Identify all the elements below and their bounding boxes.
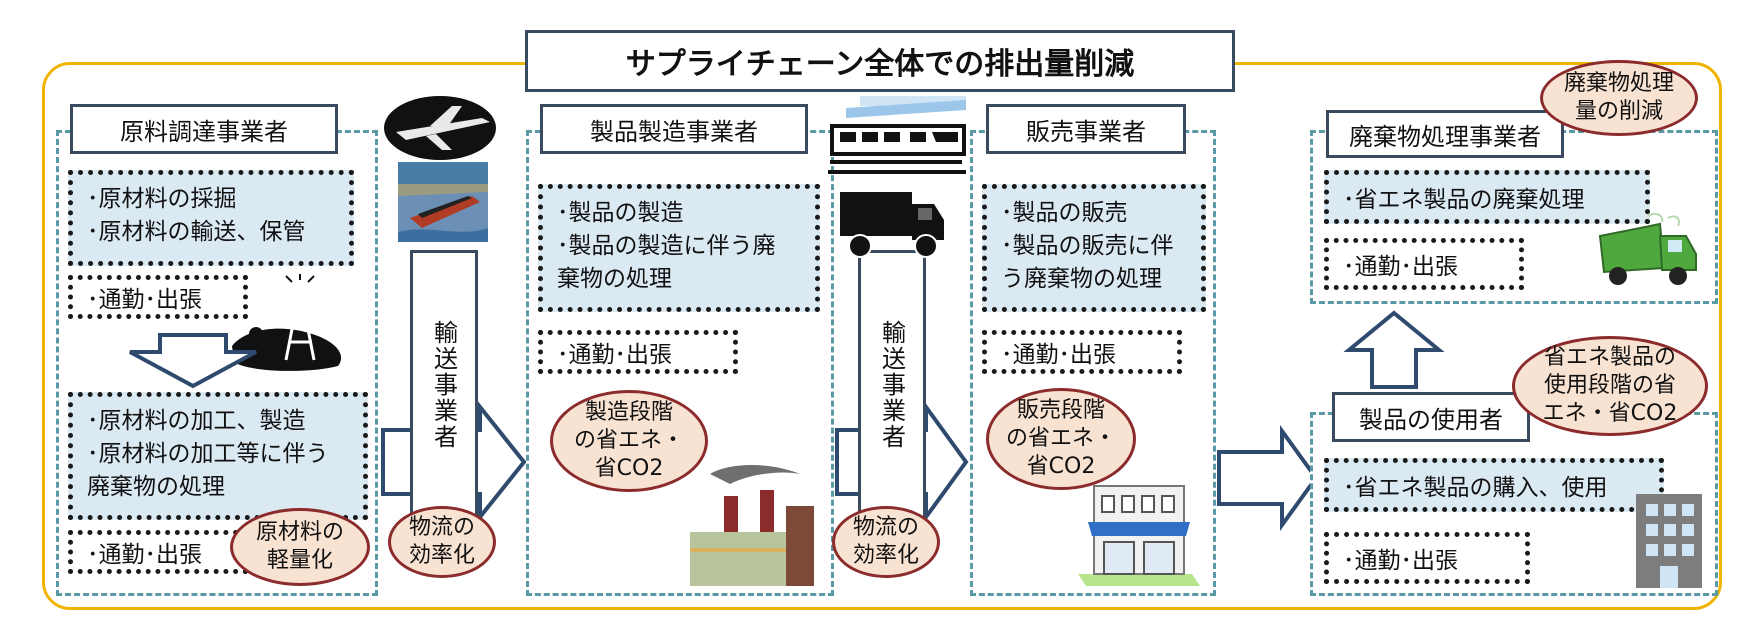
diagram-title: サプライチェーン全体での排出量削減 xyxy=(525,30,1235,92)
raw-material-oval-line2: 軽量化 xyxy=(266,548,333,573)
users-oval-line1: 省エネ製品の xyxy=(1543,345,1676,370)
sales-title: 販売事業者 xyxy=(986,104,1186,154)
users-box: ･省エネ製品の購入、使用 xyxy=(1324,458,1664,512)
waste-oval-line1: 廃棄物処理 xyxy=(1563,71,1674,96)
sales-commute: ･通勤･出張 xyxy=(982,330,1182,374)
right-arrow-3 xyxy=(1217,424,1319,532)
manufacturing-box-line3: 棄物の処理 xyxy=(557,266,672,292)
building-icon xyxy=(1636,494,1702,588)
garbage-truck-icon xyxy=(1598,213,1697,285)
raw-material-oval: 原材料の 軽量化 xyxy=(230,508,370,586)
raw-material-box1-line1: ･原材料の採掘 xyxy=(87,186,237,212)
waste-oval: 廃棄物処理 量の削減 xyxy=(1540,60,1698,136)
raw-material-box1: ･原材料の採掘 ･原材料の輸送、保管 xyxy=(68,170,354,266)
transport1-oval-line2: 効率化 xyxy=(408,543,475,568)
transport1-oval: 物流の 効率化 xyxy=(388,506,496,578)
raw-material-box2-line1: ･原材料の加工、製造 xyxy=(87,408,306,434)
sales-oval: 販売段階 の省エネ・ 省CO2 xyxy=(986,388,1136,490)
manufacturing-box: ･製品の製造 ･製品の製造に伴う廃 棄物の処理 xyxy=(538,184,820,312)
waste-title: 廃棄物処理事業者 xyxy=(1326,110,1564,158)
raw-material-box1-line2: ･原材料の輸送、保管 xyxy=(87,219,306,245)
transport2-oval-line1: 物流の xyxy=(852,515,919,540)
raw-material-oval-line1: 原材料の xyxy=(255,520,344,545)
up-arrow-icon xyxy=(1343,310,1445,389)
raw-material-box2-line2: ･原材料の加工等に伴う xyxy=(87,441,329,467)
transport2-oval-line2: 効率化 xyxy=(852,543,919,568)
truck-icon xyxy=(840,192,944,258)
waste-commute: ･通勤･出張 xyxy=(1324,238,1524,290)
down-arrow-icon xyxy=(129,333,257,389)
raw-material-box2: ･原材料の加工、製造 ･原材料の加工等に伴う 廃棄物の処理 xyxy=(68,392,368,520)
shop-icon xyxy=(1078,485,1200,586)
train-icon xyxy=(828,96,966,174)
ship-icon xyxy=(398,162,488,242)
manufacturing-title: 製品製造事業者 xyxy=(540,104,808,154)
sales-box-line1: ･製品の販売 xyxy=(1001,200,1128,226)
raw-material-commute2: ･通勤･出張 xyxy=(68,530,248,574)
raw-material-title: 原料調達事業者 xyxy=(70,104,338,154)
airplane-icon xyxy=(384,96,496,160)
users-oval: 省エネ製品の 使用段階の省 エネ・省CO2 xyxy=(1512,336,1708,436)
users-title: 製品の使用者 xyxy=(1332,392,1530,442)
manufacturing-oval-line1: 製造段階 xyxy=(584,400,673,425)
sales-oval-line2: の省エネ・ xyxy=(1005,426,1116,451)
sales-oval-line3: 省CO2 xyxy=(1026,454,1096,479)
users-oval-line3: エネ・省CO2 xyxy=(1542,401,1678,426)
raw-material-commute1: ･通勤･出張 xyxy=(68,275,248,319)
manufacturing-commute: ･通勤･出張 xyxy=(538,330,738,374)
oil-pump-icon xyxy=(232,274,342,371)
users-commute: ･通勤･出張 xyxy=(1324,532,1530,584)
waste-box: ･省エネ製品の廃棄処理 xyxy=(1324,170,1650,224)
waste-oval-line2: 量の削減 xyxy=(1574,99,1663,124)
raw-material-box2-line3: 廃棄物の処理 xyxy=(87,474,225,500)
manufacturing-oval-line3: 省CO2 xyxy=(594,456,664,481)
users-oval-line2: 使用段階の省 xyxy=(1543,373,1676,398)
manufacturing-box-line1: ･製品の製造 xyxy=(557,200,684,226)
transport1-oval-line1: 物流の xyxy=(408,515,475,540)
sales-box-line3: う廃棄物の処理 xyxy=(1001,266,1162,292)
manufacturing-oval-line2: の省エネ・ xyxy=(573,428,684,453)
sales-oval-line1: 販売段階 xyxy=(1016,398,1105,423)
transport2-oval: 物流の 効率化 xyxy=(832,506,940,578)
sales-box-line2: ･製品の販売に伴 xyxy=(1001,233,1174,259)
manufacturing-box-line2: ･製品の製造に伴う廃 xyxy=(557,233,776,259)
transport1-label: 輸送事業者 xyxy=(410,250,478,520)
manufacturing-oval: 製造段階 の省エネ・ 省CO2 xyxy=(550,390,708,492)
transport2-label: 輸送事業者 xyxy=(858,250,926,520)
sales-box: ･製品の販売 ･製品の販売に伴 う廃棄物の処理 xyxy=(982,184,1206,312)
factory-icon xyxy=(690,465,814,586)
